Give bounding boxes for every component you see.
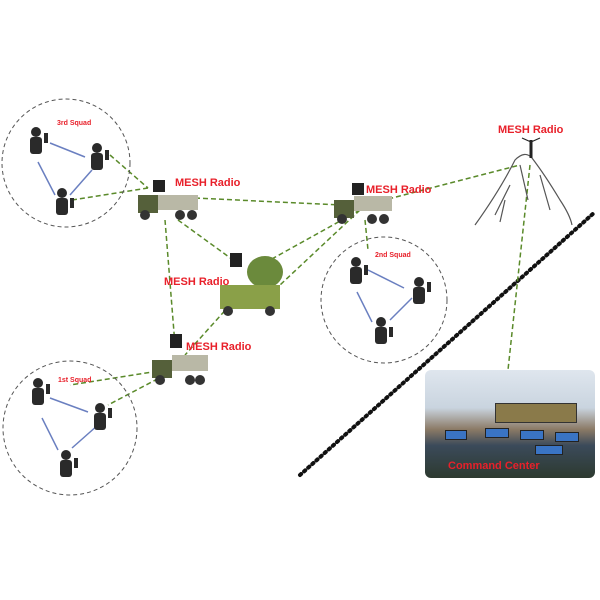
soldier-icon xyxy=(350,257,368,284)
truck-icon xyxy=(152,334,208,385)
squad-label: 3rd Squad xyxy=(57,120,92,127)
command-center-image xyxy=(425,370,595,478)
soldier-icon xyxy=(32,378,50,405)
squad-label: 1st Squad xyxy=(58,377,92,384)
squad-label: 2nd Squad xyxy=(375,252,411,259)
boundary-line xyxy=(298,210,597,477)
mountain-icon xyxy=(474,137,573,226)
soldier-icon xyxy=(56,188,74,215)
squad2-boundary xyxy=(320,236,448,364)
truck-icon xyxy=(334,183,392,224)
mesh-radio-label: MESH Radio xyxy=(366,184,432,196)
mesh-radio-label: MESH Radio xyxy=(175,177,241,189)
mesh-radio-label: MESH Radio xyxy=(186,341,252,353)
soldier-icon xyxy=(94,403,112,430)
soldiers xyxy=(30,127,431,477)
truck-icon xyxy=(138,180,198,220)
radar-vehicle-icon xyxy=(220,253,283,316)
command-center-label: Command Center xyxy=(448,460,540,472)
mesh-radio-label: MESH Radio xyxy=(498,124,564,136)
soldier-icon xyxy=(30,127,48,154)
mesh-links xyxy=(69,154,531,406)
soldier-icon xyxy=(375,317,393,344)
soldier-icon xyxy=(91,143,109,170)
soldier-icon xyxy=(413,277,431,304)
squad1-boundary xyxy=(2,360,138,496)
soldier-icon xyxy=(60,450,78,477)
squad3-boundary xyxy=(1,98,131,228)
mesh-radio-label: MESH Radio xyxy=(164,276,230,288)
